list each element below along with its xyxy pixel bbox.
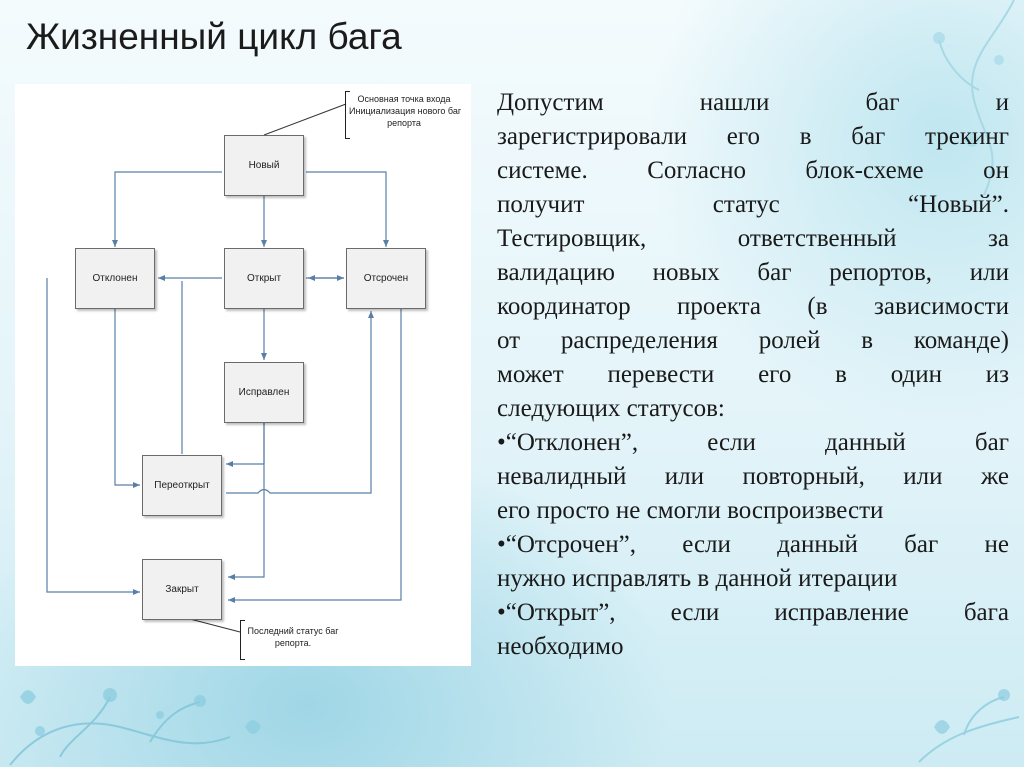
arrow-reopened-to-deferred [226, 311, 374, 494]
note-top-bracket [345, 91, 350, 139]
text-line: нужно исправлять в данной итерации [497, 565, 898, 592]
text-line: Тестировщик, ответственный за [497, 225, 1009, 252]
text-line: невалидный или повторный, или же [497, 463, 1009, 490]
note-bottom-bracket [240, 620, 245, 660]
floral-ornament-bottom-right [918, 689, 1020, 763]
bullet-rejected: •“Отклонен”, если данный баг [497, 429, 1009, 456]
arrow-deferred-to-closed [228, 309, 402, 603]
arrow-new-to-deferred [306, 171, 389, 247]
note-top-line-1: Основная точка входа [357, 94, 451, 104]
node-fixed: Исправлен [224, 362, 304, 423]
text-line: зарегистрировали его в баг трекинг [497, 123, 1009, 150]
note-bottom-line-2: репорта. [274, 638, 312, 648]
text-line: следующих статусов: [497, 395, 725, 422]
bullet-open: •“Открыт”, если исправление бага [497, 599, 1009, 626]
text-line: может перевести его в один из [497, 361, 1009, 388]
node-open: Открыт [224, 248, 304, 309]
arrow-fixed-to-closed [228, 423, 265, 580]
text-line: Допустим нашли баг и [497, 89, 1009, 116]
text-line: валидацию новых баг репортов, или [497, 259, 1009, 286]
arrow-rejected-to-reopened [114, 309, 140, 488]
bullet-deferred: •“Отсрочен”, если данный баг не [497, 531, 1009, 558]
arrow-fixed-to-reopened [226, 423, 265, 467]
bug-lifecycle-flowchart: Основная точка входа Инициализация новог… [15, 84, 471, 666]
text-line: координатор проекта (в зависимости [497, 293, 1009, 320]
arrow-rejected-to-closed [46, 278, 140, 595]
arrow-new-to-rejected [112, 171, 222, 247]
note-final-status: Последний статус баг репорта. [244, 625, 342, 649]
slide-title: Жизненный цикл бага [26, 16, 402, 57]
note-bottom-leader [189, 618, 241, 633]
text-line: необходимо [497, 633, 624, 660]
node-closed: Закрыт [142, 559, 222, 620]
note-entry-point: Основная точка входа Инициализация новог… [349, 93, 462, 129]
text-line: его просто не смогли воспроизвести [497, 497, 884, 524]
node-deferred: Отсрочен [346, 248, 426, 309]
note-top-line-2: Инициализация нового баг [349, 106, 462, 116]
text-line: системе. Согласно блок-схеме он [497, 157, 1009, 184]
node-reopened: Переоткрыт [142, 455, 222, 516]
text-line: от распределения ролей в команде) [497, 327, 1009, 354]
node-new: Новый [224, 135, 304, 196]
note-top-line-3: репорта [387, 118, 421, 128]
node-rejected: Отклонен [75, 248, 155, 309]
description-text: Допустим нашли баг и зарегистрировали ег… [497, 86, 1009, 664]
note-top-leader [263, 103, 347, 136]
floral-ornament-top-right [933, 0, 1015, 196]
floral-ornament-bottom-left [9, 688, 261, 766]
flowchart-connectors [46, 103, 402, 633]
text-line: получит статус “Новый”. [497, 191, 1009, 218]
note-bottom-line-1: Последний статус баг [247, 626, 339, 636]
